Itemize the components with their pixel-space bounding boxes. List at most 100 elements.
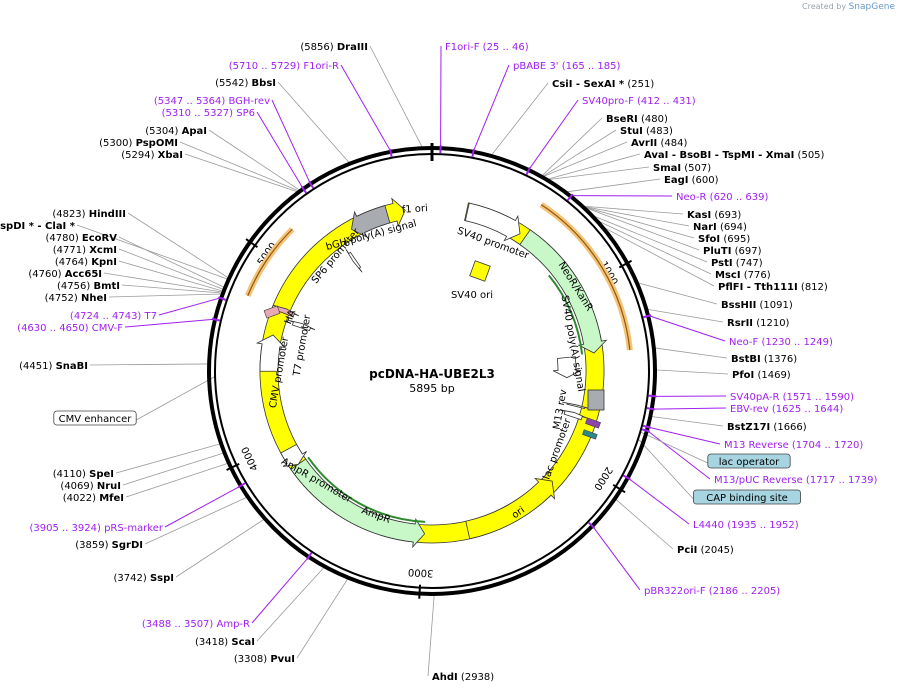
feature-arrow (280, 443, 307, 467)
enzyme-label: (4764) KpnI (55, 257, 117, 268)
ha-tag-mark (263, 305, 281, 319)
enzyme-label: (5300) PspOMI (99, 138, 178, 149)
primer-label: SV40pro-F (412 .. 431) (582, 96, 696, 107)
feature-arrow (560, 409, 588, 421)
boxed-label-frame (707, 453, 791, 469)
label-leader-lines (76, 45, 729, 677)
enzyme-label: BssHII (1091) (721, 300, 793, 311)
enzyme-leader-line (601, 226, 715, 287)
enzyme-label: (4756) BmtI (57, 281, 120, 292)
enzyme-leader-line (646, 308, 724, 323)
primer-label: (5710 .. 5729) F1ori-R (229, 61, 339, 72)
primer-site-mark (643, 314, 652, 319)
enzyme-leader-line (614, 498, 674, 550)
enzyme-leader-line (541, 129, 617, 178)
enzyme-leader-line (122, 452, 225, 486)
primer-leader-line (251, 557, 309, 624)
feature-arrow (259, 197, 605, 544)
small-feature-mark (585, 417, 601, 429)
tick-label: 3000 (408, 566, 434, 578)
enzyme-label: (4110) SpeI (53, 469, 114, 480)
primer-label: (4630 .. 4650) CMV-F (17, 323, 123, 334)
enzyme-label: PluTI (697) (703, 246, 762, 257)
primer-leader-line (164, 485, 241, 528)
enzyme-label: (4752) NheI (45, 293, 107, 304)
primer-leader-line (647, 430, 711, 480)
enzyme-label: PfoI (1469) (732, 370, 791, 381)
primer-leader-line (648, 315, 726, 342)
box-leader-line (136, 375, 217, 421)
primer-leader-line (340, 64, 391, 152)
primer-label: L4440 (1935 .. 1952) (693, 520, 799, 531)
feature-label: SV40 ori (451, 290, 493, 301)
primer-label: (3905 .. 3924) pRS-marker (29, 523, 163, 534)
enzyme-leader-line (427, 593, 435, 677)
primer-site-mark (218, 296, 227, 301)
primer-site-mark (641, 428, 651, 433)
feature-arrow (519, 229, 608, 354)
enzyme-leader-line (118, 236, 226, 289)
enzyme-leader-line (127, 212, 230, 279)
enzyme-leader-line (118, 248, 225, 291)
enzyme-label: (4818) BspDI * - ClaI * (0, 221, 76, 232)
enzyme-leader-line (179, 141, 301, 192)
enzyme-label: MscI (776) (715, 270, 771, 281)
primer-label: M13 Reverse (1704 .. 1720) (724, 440, 863, 451)
tick-mark (612, 483, 626, 494)
enzyme-leader-line (108, 293, 223, 298)
enzyme-label: PflFI - Tth111I (812) (718, 282, 828, 293)
feature-arrow (255, 334, 286, 372)
enzyme-label: (5304) ApaI (145, 126, 207, 137)
enzyme-label: RsrII (1210) (727, 318, 790, 329)
boxed-label-text: CMV enhancer (59, 414, 133, 425)
enzyme-label: AvaI - BsoBI - TspMI - XmaI (505) (644, 150, 825, 161)
primer-site-mark (642, 424, 652, 429)
primer-label: F1ori-F (25 .. 46) (445, 42, 529, 53)
enzyme-label: (3308) PvuI (234, 654, 295, 665)
snapgene-credit: Created by SnapGene (802, 2, 895, 12)
enzyme-label: BseRI (480) (606, 114, 668, 125)
enzyme-leader-line (144, 496, 249, 545)
enzyme-leader-line (654, 369, 729, 375)
enzyme-label: (4760) Acc65I (28, 269, 102, 280)
enzyme-leader-line (540, 117, 603, 177)
feature-arrow (290, 458, 426, 549)
primer-site-mark (525, 166, 531, 176)
enzyme-leader-line (546, 153, 641, 180)
enzyme-leader-line (121, 284, 224, 294)
primer-leader-line (158, 297, 221, 316)
enzyme-leader-line (256, 566, 326, 642)
feature-label: f1 ori (401, 203, 428, 216)
primer-site-mark (646, 407, 655, 411)
enzyme-label: (5856) DraIII (300, 42, 368, 53)
primer-leader-line (592, 526, 641, 591)
enzyme-label: (4780) EcoRV (45, 233, 117, 244)
primer-site-mark (211, 317, 221, 322)
primer-site-mark (471, 148, 475, 157)
enzyme-label: AvrII (484) (631, 138, 687, 149)
enzyme-label: (5294) XbaI (121, 150, 183, 161)
primer-leader-line (256, 111, 304, 189)
enzyme-leader-line (653, 347, 728, 359)
enzyme-leader-line (277, 81, 351, 164)
enzyme-leader-line (369, 45, 424, 149)
feature-arrows (244, 197, 633, 549)
primer-leader-line (124, 318, 215, 328)
primer-site-mark (587, 521, 596, 529)
enzyme-label: PstI (747) (711, 258, 763, 269)
enzyme-leader-line (546, 166, 650, 181)
feature-arrow (345, 249, 363, 273)
enzyme-label: (4771) XcmI (53, 245, 117, 256)
primer-label: M13/pUC Reverse (1717 .. 1739) (714, 475, 877, 486)
enzyme-leader-line (636, 282, 718, 305)
orange-arc-core (540, 204, 631, 351)
sv40-ori-box (469, 260, 491, 282)
boxed-label-text: lac operator (719, 457, 780, 468)
primer-leader-line (473, 64, 510, 152)
enzyme-label: StuI (483) (620, 126, 673, 137)
box-leader-line (639, 431, 708, 464)
enzyme-leader-line (125, 462, 230, 498)
tick-label: 4000 (240, 445, 261, 473)
enzyme-leader-line (175, 518, 266, 578)
